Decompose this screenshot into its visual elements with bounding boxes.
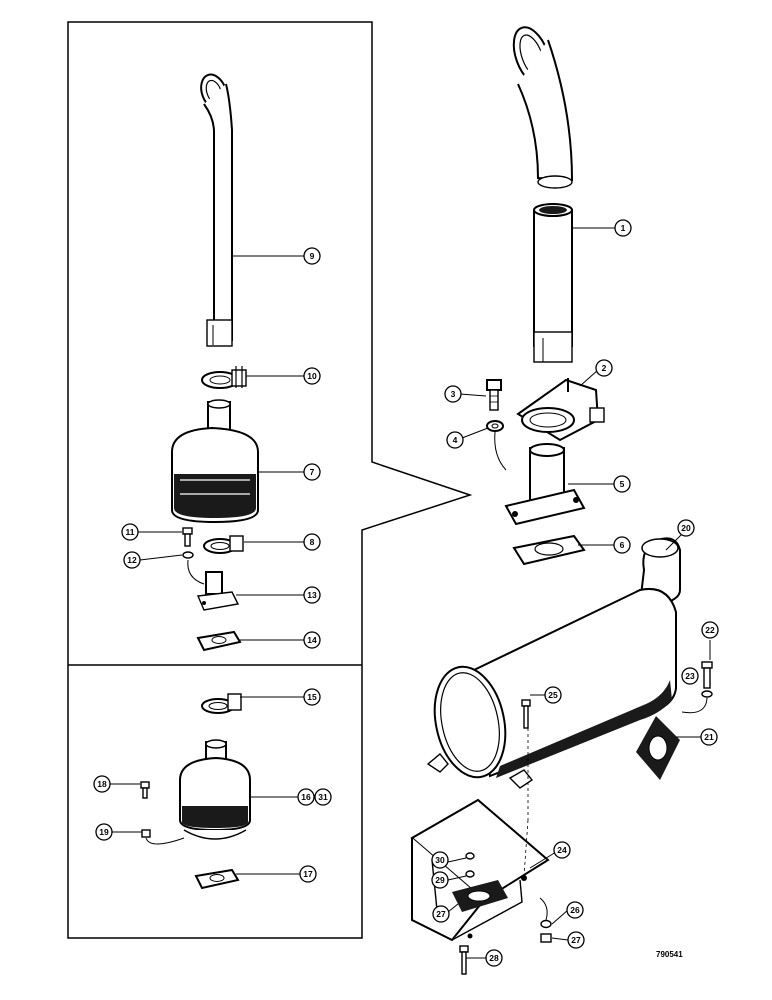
inset-nut-19 <box>141 829 185 845</box>
main-stack-pipe-1 <box>533 203 573 363</box>
callout-23: 23 <box>681 667 699 685</box>
svg-text:18: 18 <box>97 779 107 789</box>
svg-text:21: 21 <box>704 732 714 742</box>
callout-13: 13 <box>303 586 321 604</box>
inset-flange-13 <box>187 559 240 611</box>
callout-4: 4 <box>446 431 464 449</box>
svg-text:31: 31 <box>318 792 328 802</box>
svg-text:27: 27 <box>571 935 581 945</box>
callout-26: 26 <box>566 901 584 919</box>
main-stack-elbow <box>512 26 574 189</box>
svg-text:11: 11 <box>126 527 135 537</box>
inset-washer-12 <box>182 551 194 559</box>
main-bolt-28 <box>459 945 469 975</box>
inset-gasket-17 <box>194 868 240 890</box>
main-washer-4 <box>486 420 507 471</box>
inset-bolt-11 <box>182 527 193 547</box>
callout-18: 18 <box>93 775 111 793</box>
inset-muffler-16 <box>179 739 251 840</box>
svg-text:10: 10 <box>307 371 317 381</box>
svg-text:3: 3 <box>451 389 456 399</box>
callout-10: 10 <box>303 367 321 385</box>
svg-text:8: 8 <box>310 537 315 547</box>
main-nut-26-27 <box>539 897 552 943</box>
main-flange-5 <box>504 443 586 526</box>
callout-9: 9 <box>303 247 321 265</box>
callout-22: 22 <box>701 621 719 639</box>
main-bolt-25 <box>521 699 531 729</box>
callout-29: 29 <box>431 871 449 889</box>
svg-text:14: 14 <box>307 635 317 645</box>
main-muffler-20 <box>426 537 681 789</box>
svg-text:16: 16 <box>301 792 311 802</box>
svg-text:17: 17 <box>303 869 313 879</box>
svg-text:1: 1 <box>621 223 626 233</box>
svg-text:7: 7 <box>310 467 315 477</box>
callout-11: 11 <box>121 523 139 541</box>
svg-text:2: 2 <box>602 363 607 373</box>
main-bolt-22 <box>701 661 713 689</box>
callout-27-nut: 27 <box>567 931 585 949</box>
main-gasket-27 <box>452 880 508 912</box>
callout-2: 2 <box>595 359 613 377</box>
callout-17: 17 <box>299 865 317 883</box>
callout-3: 3 <box>444 385 462 403</box>
svg-text:13: 13 <box>307 590 317 600</box>
callout-20: 20 <box>677 519 695 537</box>
svg-text:30: 30 <box>435 855 445 865</box>
svg-text:27: 27 <box>436 909 446 919</box>
main-bolt-3 <box>486 379 502 411</box>
callout-28: 28 <box>485 949 503 967</box>
svg-text:28: 28 <box>489 953 499 963</box>
callout-24: 24 <box>553 841 571 859</box>
main-gasket-21 <box>636 716 680 780</box>
main-hardware-29-30 <box>465 852 475 878</box>
svg-text:4: 4 <box>453 435 458 445</box>
callout-5: 5 <box>613 475 631 493</box>
callout-7: 7 <box>303 463 321 481</box>
svg-text:15: 15 <box>307 692 317 702</box>
svg-text:29: 29 <box>435 875 445 885</box>
callout-19: 19 <box>95 823 113 841</box>
inset-clamp-10 <box>201 366 247 389</box>
svg-text:5: 5 <box>620 479 625 489</box>
main-washer-23 <box>681 690 713 714</box>
callout-6: 6 <box>613 536 631 554</box>
inset-exhaust-pipe-9 <box>200 73 233 347</box>
inset-clamp-8 <box>203 535 244 554</box>
leader-lines <box>110 227 711 959</box>
svg-text:9: 9 <box>310 251 315 261</box>
svg-text:24: 24 <box>557 845 567 855</box>
callout-16: 16 <box>297 788 315 806</box>
inset-panel <box>67 21 473 939</box>
callout-12: 12 <box>123 551 141 569</box>
callout-31: 31 <box>314 788 332 806</box>
inset-gasket-14 <box>196 630 242 652</box>
svg-text:23: 23 <box>685 671 695 681</box>
callout-25: 25 <box>544 686 562 704</box>
inset-muffler-7 <box>171 399 259 524</box>
main-clamp-2 <box>516 378 605 442</box>
callout-8: 8 <box>303 533 321 551</box>
callout-30: 30 <box>431 851 449 869</box>
svg-text:6: 6 <box>620 540 625 550</box>
svg-text:19: 19 <box>99 827 109 837</box>
svg-text:12: 12 <box>127 555 137 565</box>
main-gasket-6 <box>512 534 586 566</box>
callout-14: 14 <box>303 631 321 649</box>
inset-clamp-15 <box>201 693 242 714</box>
callout-1: 1 <box>614 219 632 237</box>
callout-27-gasket: 27 <box>432 905 450 923</box>
figure-reference-code: 790541 <box>656 950 683 959</box>
svg-text:20: 20 <box>681 523 691 533</box>
callout-21: 21 <box>700 728 718 746</box>
callout-15: 15 <box>303 688 321 706</box>
inset-bolt-18 <box>140 781 150 799</box>
svg-text:22: 22 <box>705 625 715 635</box>
svg-text:25: 25 <box>548 690 558 700</box>
svg-text:26: 26 <box>570 905 580 915</box>
